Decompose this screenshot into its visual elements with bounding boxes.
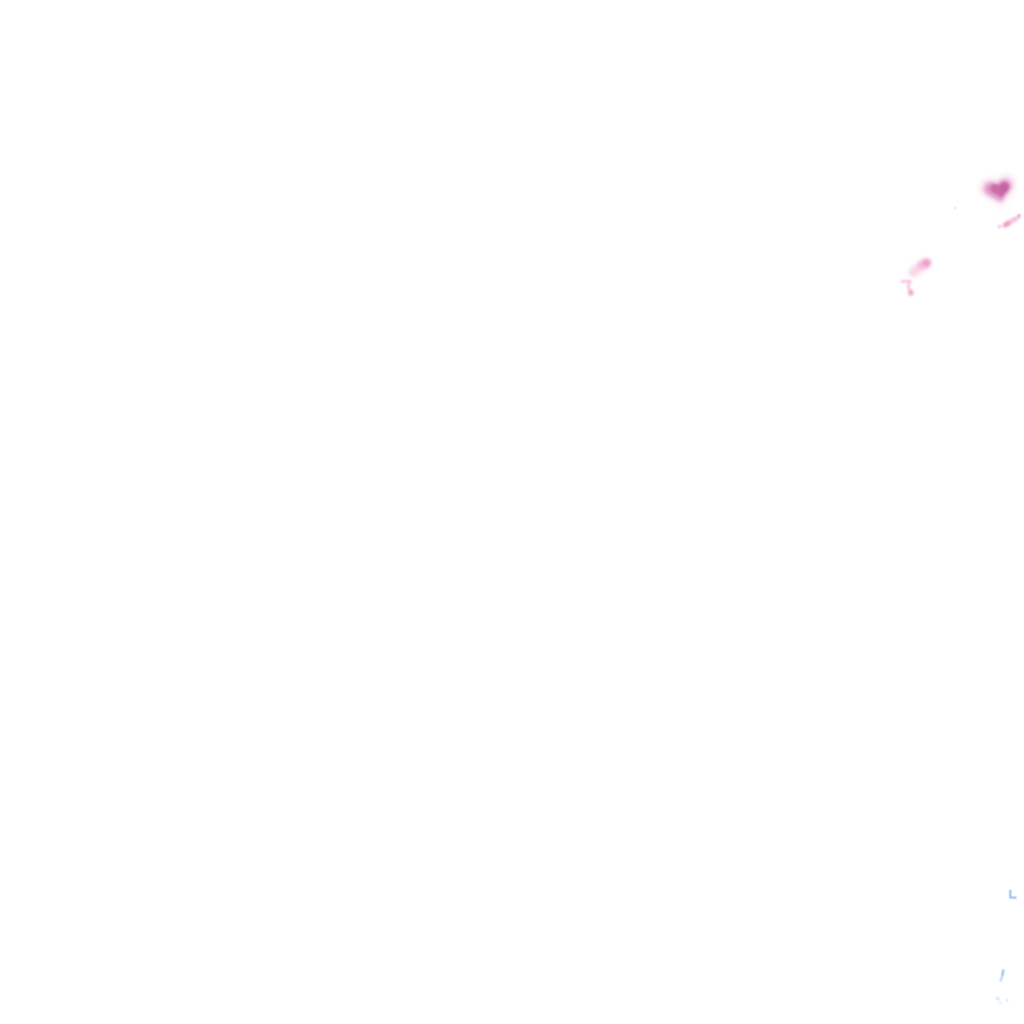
blue-specks [1005,999,1009,1002]
faint-speck [953,206,957,210]
pink-streak [1017,213,1021,218]
blue-specks [995,996,998,999]
pink-streak [997,224,1002,229]
pink-heart-petal [1000,184,1008,192]
pink-check-mark [900,279,913,294]
marks-group [900,176,1022,1005]
pink-bow-blob [923,259,930,267]
blue-letter-mark [1009,889,1017,899]
blue-slash [1001,969,1005,977]
pink-streak [1002,221,1011,228]
pink-check-mark [907,289,914,296]
blue-specks [998,1001,1002,1005]
